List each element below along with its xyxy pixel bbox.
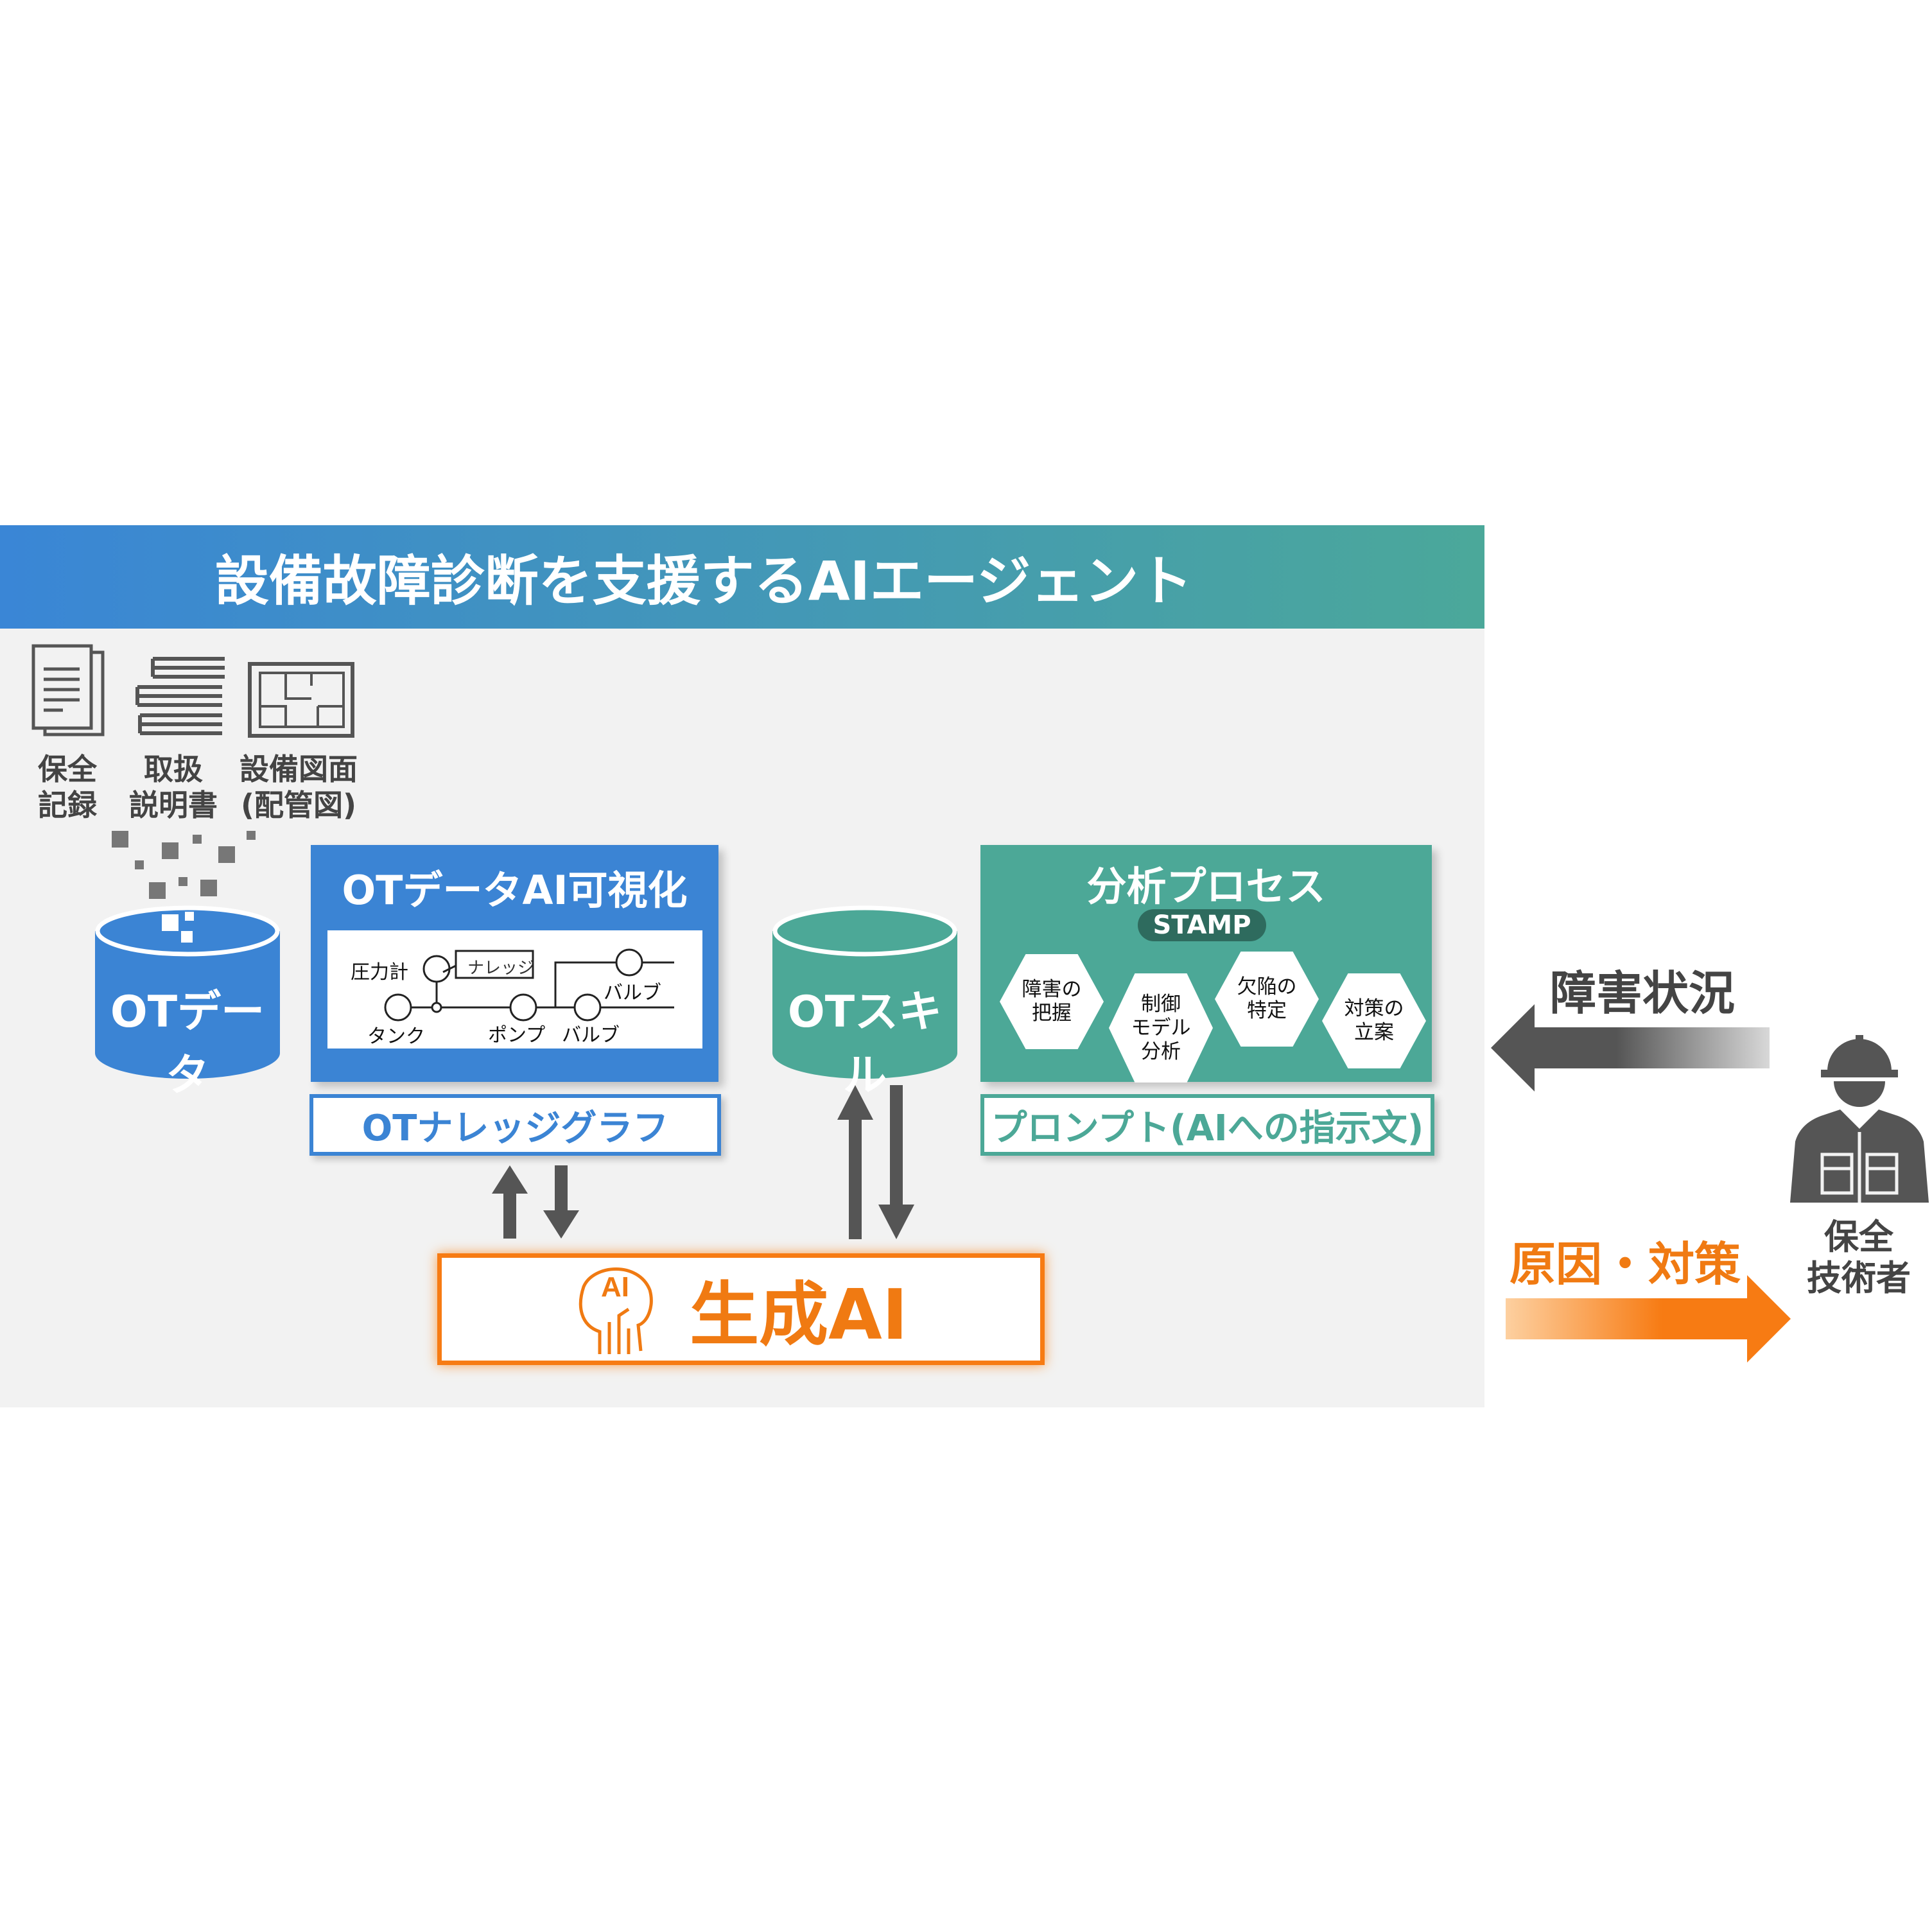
ot-knowledge-graph-box: OTナレッジグラフ xyxy=(309,1094,721,1156)
maintenance-engineer-label: 保全技術者 xyxy=(1807,1217,1911,1298)
label-tank: タンク xyxy=(367,1025,425,1048)
maintenance-engineer-icon xyxy=(1790,1035,1929,1203)
page-title: 設備故障診断を支援するAIエージェント xyxy=(0,525,1484,629)
label-valve: バルブ xyxy=(604,982,661,1004)
bidirectional-arrow-icon xyxy=(837,1085,914,1239)
step-hexagon: 対策の 立案 xyxy=(1322,973,1426,1068)
step-hexagon: 制御 モデル 分析 xyxy=(1109,973,1213,1083)
right-arrow-icon xyxy=(1506,1275,1791,1362)
label-valve: バルブ xyxy=(562,1024,620,1047)
books-icon xyxy=(135,657,225,735)
analysis-process-panel: 分析プロセス STAMP 障害の 把握 制御 モデル 分析 欠陥の 特定 対策の… xyxy=(980,845,1432,1083)
floorplan-icon xyxy=(248,662,354,738)
document-icon xyxy=(31,644,105,736)
bidirectional-arrow-icon xyxy=(492,1165,579,1239)
label-knowledge: ナレッジ xyxy=(467,959,535,978)
doc-label-drawings: 設備図面(配管図) xyxy=(239,752,358,822)
cause-countermeasure-label: 原因・対策 xyxy=(1510,1237,1741,1291)
doc-label-manual: 取扱説明書 xyxy=(129,752,218,822)
left-arrow-icon xyxy=(1491,1004,1770,1092)
ot-data-visualization-panel: OTデータAI可視化 圧力計 ナレッジ タンク ポンプ バルブ バルブ xyxy=(311,845,718,1082)
svg-text:AI: AI xyxy=(601,1271,629,1303)
knowledge-graph-preview: 圧力計 ナレッジ タンク ポンプ バルブ バルブ xyxy=(327,930,702,1049)
step-hexagon: 障害の 把握 xyxy=(1000,954,1104,1049)
label-pressure-gauge: 圧力計 xyxy=(351,961,408,984)
prompt-box: プロンプト(AIへの指示文) xyxy=(980,1094,1434,1156)
ot-data-database: OTデータ xyxy=(95,905,280,1101)
label-pump: ポンプ xyxy=(488,1024,546,1047)
failure-status-label: 障害状況 xyxy=(1550,966,1736,1020)
doc-label-maintenance-records: 保全記録 xyxy=(38,752,97,822)
step-hexagon: 欠陥の 特定 xyxy=(1215,952,1319,1047)
ot-skill-database: OTスキル xyxy=(772,905,957,1101)
ai-head-icon: AI xyxy=(579,1267,653,1354)
stamp-badge: STAMP xyxy=(1138,909,1266,941)
data-pixels-decoration xyxy=(112,831,256,899)
generative-ai-box: AI 生成AI xyxy=(437,1253,1045,1365)
generative-ai-label: 生成AI xyxy=(690,1275,908,1355)
